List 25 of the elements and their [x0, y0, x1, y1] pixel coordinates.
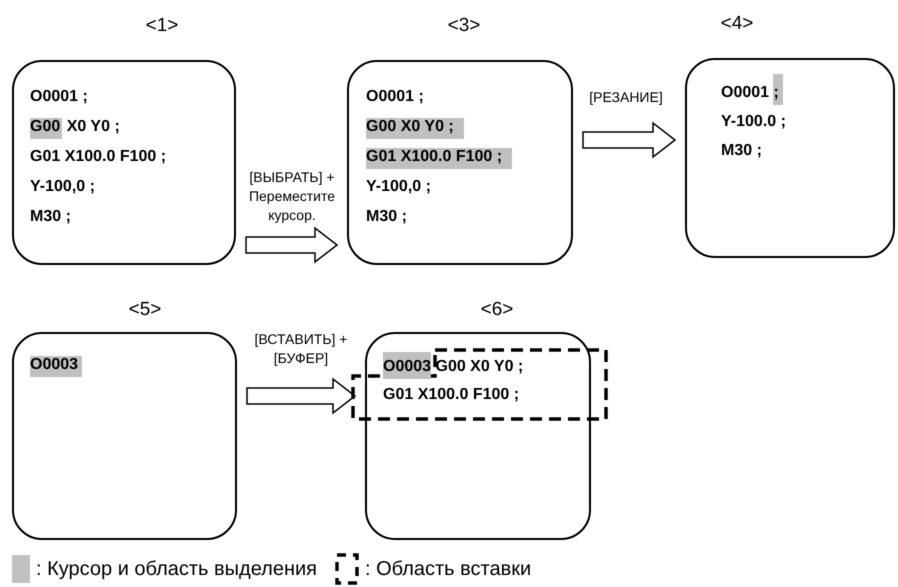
- code-line: O0003 G00 X0 Y0 ;: [383, 353, 524, 381]
- block-arrow: [582, 121, 676, 159]
- edge-label: [ВСТАВИТЬ] + [БУФЕР]: [254, 330, 348, 368]
- legend-text: : Курсор и область выделения: [36, 557, 317, 582]
- code-line: O0001 ;: [366, 87, 424, 107]
- edge-label: [РЕЗАНИЕ]: [588, 88, 664, 107]
- step-heading: <4>: [720, 12, 754, 36]
- code-line: M30 ;: [366, 207, 407, 227]
- edge-label: [ВЫБРАТЬ] + Переместите курсор.: [248, 168, 336, 225]
- code-line: Y-100,0 ;: [366, 177, 431, 197]
- code-line: O0001 ;: [30, 87, 88, 107]
- code-line: G00 X0 Y0 ;: [30, 112, 120, 142]
- legend-text: : Область вставки: [365, 557, 532, 582]
- block-arrow: [245, 226, 338, 264]
- code-line: G01 X100.0 F100 ;: [383, 385, 520, 405]
- block-arrow: [246, 377, 356, 415]
- code-line: G01 X100.0 F100 ;: [30, 147, 166, 167]
- code-line: M30 ;: [30, 207, 71, 227]
- code-line: Y-100.0 ;: [721, 112, 786, 132]
- step-heading: <5>: [128, 298, 162, 322]
- step-heading: <1>: [146, 14, 178, 38]
- code-line: M30 ;: [721, 141, 762, 161]
- step-heading: <3>: [448, 14, 480, 38]
- code-line: Y-100,0 ;: [30, 177, 95, 197]
- step-heading: <6>: [480, 298, 514, 322]
